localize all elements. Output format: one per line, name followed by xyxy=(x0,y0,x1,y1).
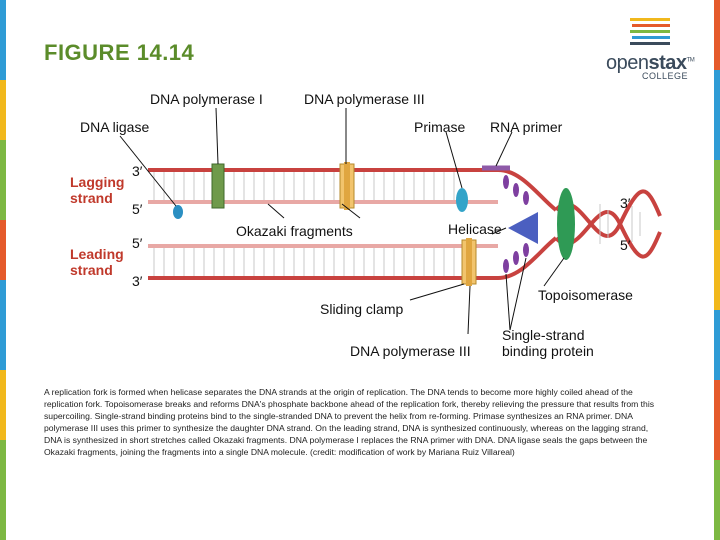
label-ssb-2: binding protein xyxy=(502,343,594,359)
label-primase: Primase xyxy=(414,119,466,135)
dna-ligase-icon xyxy=(173,205,183,219)
right-edge-stripes xyxy=(714,0,720,540)
label-sliding-clamp: Sliding clamp xyxy=(320,301,403,317)
label-end-5-right: 5′ xyxy=(620,237,631,253)
openstax-logo-icon xyxy=(630,18,670,45)
sliding-clamp-leading-icon xyxy=(466,238,472,286)
fork-top-arm xyxy=(497,168,558,212)
replication-fork-diagram: DNA polymerase I DNA polymerase III DNA … xyxy=(70,91,662,359)
sliding-clamp-lagging-icon xyxy=(344,162,350,210)
label-helicase: Helicase xyxy=(448,221,502,237)
lagging-strand-duplex xyxy=(148,168,498,204)
label-topoisomerase: Topoisomerase xyxy=(538,287,633,303)
supercoiled-helix xyxy=(554,189,662,259)
leading-strand-duplex xyxy=(148,244,498,280)
left-edge-stripes xyxy=(0,0,6,540)
logo-wordmark: openstaxTM xyxy=(606,52,695,75)
label-end-3-leading: 3′ xyxy=(132,273,143,289)
ssb-protein-icons xyxy=(503,175,529,273)
leader-lines xyxy=(119,107,565,335)
label-leading-strand-2: strand xyxy=(70,262,113,278)
helicase-icon xyxy=(508,212,538,244)
label-end-3-right: 3′ xyxy=(620,195,631,211)
slide-title: FIGURE 14.14 xyxy=(44,40,195,65)
figure-caption: A replication fork is formed when helica… xyxy=(44,387,655,457)
label-dna-polymerase-1: DNA polymerase I xyxy=(150,91,263,107)
label-end-3-lagging: 3′ xyxy=(132,163,143,179)
logo-word-stax: stax xyxy=(648,52,688,74)
label-dna-polymerase-3-bottom: DNA polymerase III xyxy=(350,343,471,359)
label-lagging-strand-2: strand xyxy=(70,190,113,206)
topoisomerase-icon xyxy=(557,188,575,260)
label-rna-primer: RNA primer xyxy=(490,119,563,135)
label-end-5-lagging: 5′ xyxy=(132,201,143,217)
dna-polymerase-1-icon xyxy=(211,163,225,209)
label-okazaki-fragments: Okazaki fragments xyxy=(236,223,353,239)
logo-word-open: open xyxy=(606,52,649,74)
label-dna-polymerase-3-top: DNA polymerase III xyxy=(304,91,425,107)
label-lagging-strand-1: Lagging xyxy=(70,174,124,190)
fork-bottom-arm xyxy=(497,236,558,280)
label-dna-ligase: DNA ligase xyxy=(80,119,149,135)
primase-icon xyxy=(456,188,468,212)
label-end-5-leading: 5′ xyxy=(132,235,143,251)
logo-college: COLLEGE xyxy=(642,71,689,81)
label-leading-strand-1: Leading xyxy=(70,246,124,262)
label-ssb-1: Single-strand xyxy=(502,327,585,343)
logo-trademark: TM xyxy=(686,57,695,64)
